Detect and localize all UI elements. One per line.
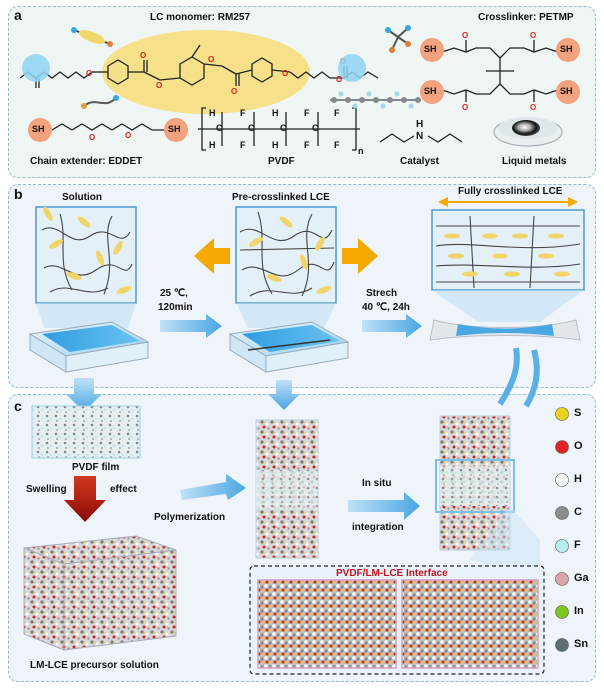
pvdf-atom-f1: F xyxy=(240,108,246,118)
step1-duration: 120min xyxy=(158,302,192,313)
polymerization-label: Polymerization xyxy=(154,512,225,523)
crosslinker-label: Crosslinker: PETMP xyxy=(478,12,574,23)
precursor-solution-label: LM-LCE precursor solution xyxy=(30,660,159,671)
catalyst-nitrogen: N xyxy=(416,131,423,142)
step1-temperature: 25 ℃, xyxy=(160,288,188,299)
thiol-label-4: SH xyxy=(560,86,573,96)
panel-a-letter: a xyxy=(14,7,22,23)
pvdf-atom-c4: C xyxy=(312,123,319,133)
legend-label-h: H xyxy=(574,473,582,485)
step2-action: Strech xyxy=(366,288,397,299)
step2-conditions: 40 ℃, 24h xyxy=(362,302,410,313)
swelling-label: Swelling xyxy=(26,484,67,495)
pvdf-atom-f6: F xyxy=(334,140,340,150)
catalyst-hydrogen: H xyxy=(416,119,423,130)
pvdf-atom-f4: F xyxy=(240,140,246,150)
legend-label-sn: Sn xyxy=(574,638,588,650)
pvdf-film-label: PVDF film xyxy=(72,462,119,473)
legend-label-o: O xyxy=(574,440,583,452)
fully-crosslinked-label: Fully crosslinked LCE xyxy=(458,186,562,197)
effect-label: effect xyxy=(110,484,137,495)
pvdf-atom-h4: H xyxy=(272,140,279,150)
integration-label: integration xyxy=(352,522,404,533)
thiol-label-2: SH xyxy=(560,44,573,54)
legend-swatch-in xyxy=(556,606,569,619)
pvdf-atom-c3: C xyxy=(280,123,287,133)
legend-label-ga: Ga xyxy=(574,572,589,584)
pvdf-atom-f2: F xyxy=(304,108,310,118)
pvdf-atom-h3: H xyxy=(209,140,216,150)
panel-b-letter: b xyxy=(14,186,23,202)
legend-swatch-f xyxy=(556,540,569,553)
chain-extender-label: Chain extender: EDDET xyxy=(30,156,142,167)
pvdf-atom-f3: F xyxy=(334,108,340,118)
pvdf-label: PVDF xyxy=(268,156,295,167)
legend-label-s: S xyxy=(574,407,581,419)
thiol-label-6: SH xyxy=(168,124,181,134)
legend-swatch-h xyxy=(556,474,569,487)
thiol-label-5: SH xyxy=(32,124,45,134)
pvdf-atom-f5: F xyxy=(304,140,310,150)
thiol-label-1: SH xyxy=(424,44,437,54)
pvdf-subscript-n: n xyxy=(358,146,364,156)
pvdf-atom-c1: C xyxy=(216,123,223,133)
liquid-metals-label: Liquid metals xyxy=(502,156,566,167)
legend-swatch-sn xyxy=(556,639,569,652)
interface-title: PVDF/LM-LCE Interface xyxy=(336,568,448,579)
solution-label: Solution xyxy=(62,192,102,203)
in-situ-label: In situ xyxy=(362,478,391,489)
pre-crosslinked-label: Pre-crosslinked LCE xyxy=(232,192,330,203)
legend-swatch-c xyxy=(556,507,569,520)
pvdf-atom-h2: H xyxy=(272,108,279,118)
pvdf-atom-h1: H xyxy=(209,108,216,118)
pvdf-atom-c2: C xyxy=(248,123,255,133)
thiol-label-3: SH xyxy=(424,86,437,96)
panel-c-letter: c xyxy=(14,398,22,414)
legend-label-in: In xyxy=(574,605,584,617)
lc-monomer-label: LC monomer: RM257 xyxy=(150,12,250,23)
legend-swatch-ga xyxy=(556,573,569,586)
legend-swatch-s xyxy=(556,408,569,421)
legend-label-f: F xyxy=(574,539,581,551)
legend-label-c: C xyxy=(574,506,582,518)
legend-swatch-o xyxy=(556,441,569,454)
catalyst-label: Catalyst xyxy=(400,156,439,167)
